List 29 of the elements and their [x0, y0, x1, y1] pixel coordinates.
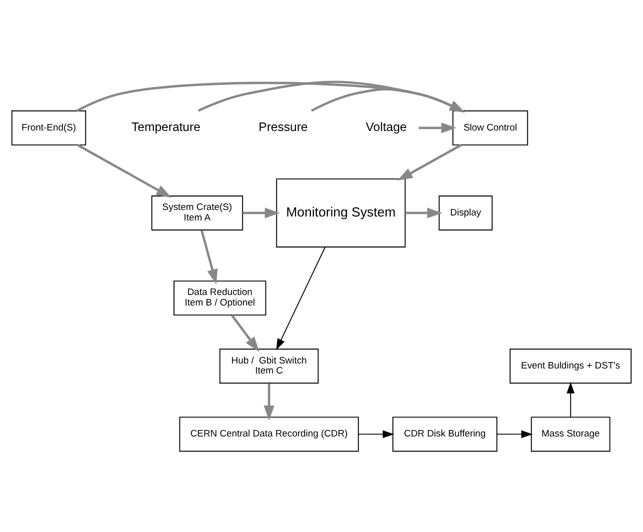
arrow [418, 122, 456, 133]
arrow [276, 246, 326, 350]
node-box: Monitoring System [276, 178, 406, 247]
arrow [397, 144, 462, 180]
node-box: Display [438, 195, 493, 230]
arrow [77, 144, 172, 198]
arrow [264, 382, 274, 420]
arrow [242, 207, 280, 218]
arrow [496, 430, 533, 438]
node-box: Front-End(S) [11, 110, 86, 145]
node-box: CERN Central Data Recording (CDR) [179, 416, 359, 452]
arrow [76, 81, 465, 112]
node-box: Hub / Gbit Switch Item C [219, 348, 319, 384]
arrow [200, 230, 218, 284]
node-box: Mass Storage [530, 416, 610, 452]
arrow [358, 430, 394, 438]
arrow [566, 382, 575, 418]
arrow [310, 87, 465, 112]
node-text: Pressure [258, 120, 308, 134]
node-box: Event Buldings + DST's [510, 348, 632, 384]
node-text: Temperature [132, 120, 200, 134]
node-box: Data Reduction Item B / Optionel [174, 280, 266, 316]
node-box: System Crate(S) Item A [151, 195, 244, 230]
arrow [198, 80, 465, 112]
node-box: Slow Control [452, 110, 528, 145]
node-box: CDR Disk Buffering [392, 416, 498, 452]
node-text: Voltage [366, 120, 407, 134]
arrow [405, 207, 442, 218]
arrow [231, 314, 260, 352]
